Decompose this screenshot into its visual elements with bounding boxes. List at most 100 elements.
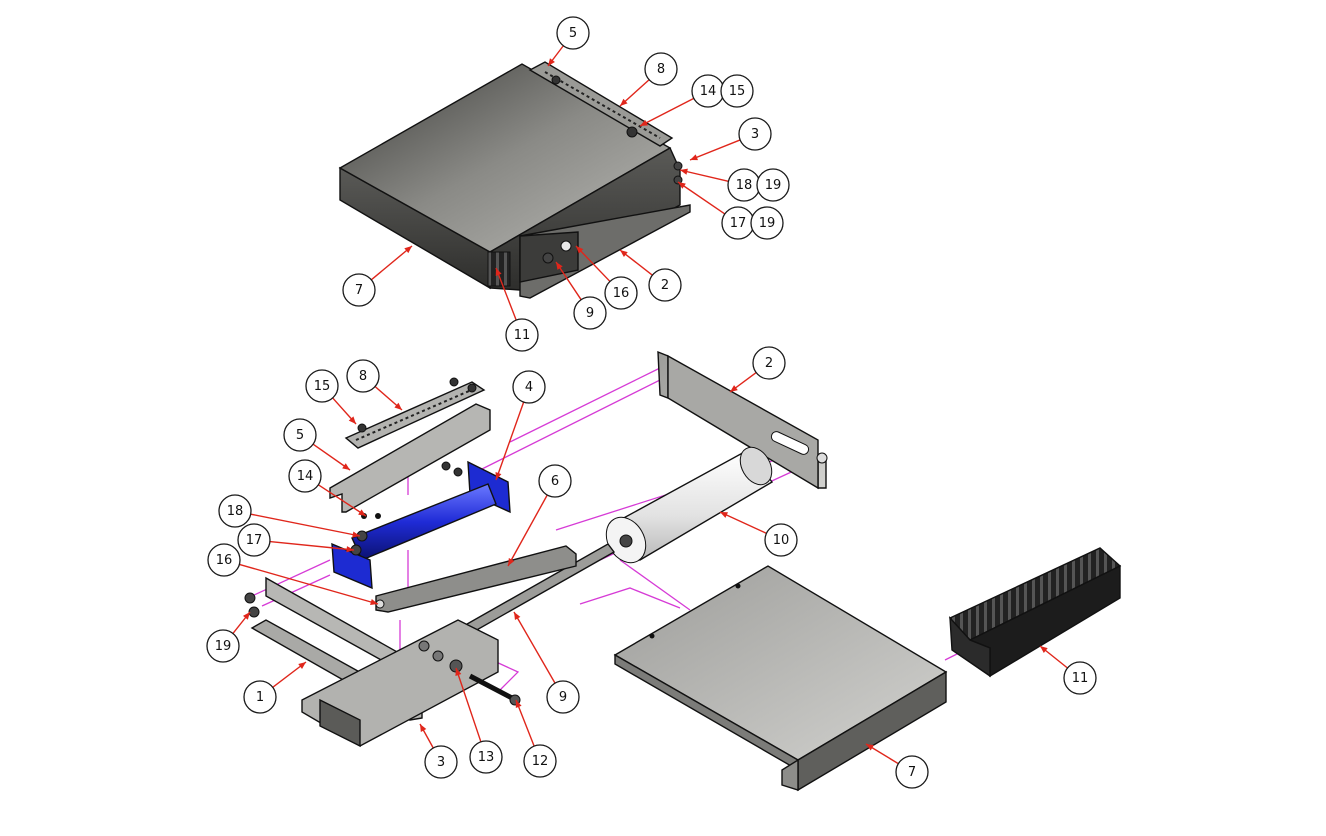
part-2-slot (770, 431, 810, 455)
callout-arrowhead (548, 58, 555, 66)
callout-circle (305, 369, 339, 403)
callout-leader-line (689, 139, 741, 161)
callout-circle (243, 680, 277, 714)
callout-number: 10 (773, 533, 790, 548)
callout-number: 2 (661, 278, 669, 293)
callout-circle (424, 745, 458, 779)
callout-leader-line (495, 401, 525, 481)
callout-assembled-13: 7 (342, 245, 413, 307)
callout-arrowhead (576, 246, 584, 254)
callout-number: 19 (759, 216, 776, 231)
callout-arrowhead (515, 700, 522, 708)
callout-number: 3 (751, 127, 759, 142)
callout-circle (895, 755, 929, 789)
callout-exploded-13: 9 (513, 611, 580, 714)
callout-assembled-12: 11 (495, 267, 539, 352)
callout-arrowhead (866, 744, 874, 751)
callout-leader-line (639, 97, 695, 127)
callout-leader-line (513, 611, 556, 684)
callout-number: 11 (1072, 671, 1089, 686)
part-12-bolt (468, 673, 514, 701)
callout-circle (206, 629, 240, 663)
callout-arrowhead (620, 98, 628, 106)
callout-number: 19 (215, 639, 232, 654)
callout-arrowhead (370, 598, 378, 605)
callout-circle (538, 464, 572, 498)
callout-assembled-3: 15 (720, 74, 754, 108)
part-10-roller (605, 446, 774, 564)
callout-arrowhead (420, 724, 427, 732)
callout-arrowhead (495, 472, 502, 480)
callout-exploded-18: 7 (865, 743, 929, 789)
callout-number: 11 (514, 328, 531, 343)
assembled-screw (673, 175, 683, 185)
exploded-view (244, 350, 1122, 792)
callout-number: 16 (216, 553, 233, 568)
callout-arrowhead (680, 168, 688, 175)
callout-arrowhead (455, 668, 462, 676)
callout-number: 2 (765, 356, 773, 371)
callout-arrowhead (404, 246, 412, 254)
callout-leader-line (555, 261, 582, 301)
callout-number: 15 (729, 84, 746, 99)
callout-leader-line (679, 169, 729, 183)
callout-leader-line (677, 181, 726, 215)
callout-number: 1 (256, 690, 264, 705)
callout-circle (218, 494, 252, 528)
callout-circle (738, 117, 772, 151)
part-3-bottom-bracket (301, 619, 499, 748)
assembled-screw (626, 126, 638, 138)
assembled-brush-stub (487, 251, 511, 287)
callout-exploded-8: 18 (218, 494, 361, 538)
callout-circle (573, 296, 607, 330)
callout-number: 7 (355, 283, 363, 298)
callout-leader-line (250, 513, 361, 537)
callout-number: 15 (314, 379, 331, 394)
callout-number: 14 (700, 84, 717, 99)
callout-exploded-0: 2 (729, 346, 786, 393)
callout-exploded-5: 14 (288, 459, 367, 517)
callout-leader-line (495, 267, 517, 321)
callout-arrowhead (348, 416, 356, 424)
callout-exploded-10: 16 (207, 543, 379, 605)
callout-number: 8 (359, 369, 367, 384)
callout-leader-line (575, 245, 611, 282)
callout-number: 5 (296, 428, 304, 443)
callout-number: 13 (478, 750, 495, 765)
assembled-view (338, 61, 691, 299)
callout-circle (512, 370, 546, 404)
callout-number: 19 (765, 178, 782, 193)
assembled-screw (673, 161, 683, 171)
callout-arrowhead (342, 463, 350, 470)
callout-number: 17 (730, 216, 747, 231)
callout-number: 5 (569, 26, 577, 41)
assembled-hinge (528, 61, 674, 147)
callout-circle (288, 459, 322, 493)
part-8-hinge-knuckles (355, 387, 477, 441)
callout-circle (546, 680, 580, 714)
callout-circle (752, 346, 786, 380)
callout-circle (756, 168, 790, 202)
callout-number: 6 (551, 474, 559, 489)
callout-arrowhead (495, 268, 502, 276)
callout-exploded-17: 3 (419, 723, 458, 779)
callout-circle (283, 418, 317, 452)
callout-exploded-9: 17 (237, 523, 355, 557)
callout-arrowhead (358, 509, 366, 516)
part-2-side-bracket-face (667, 354, 819, 490)
callout-leader-line (269, 540, 355, 551)
callout-exploded-1: 15 (305, 369, 357, 425)
callout-circle (764, 523, 798, 557)
callout-exploded-16: 12 (515, 699, 557, 778)
assembled-screw (542, 252, 554, 264)
callout-circle (644, 52, 678, 86)
callout-leader-line (507, 494, 548, 567)
callout-assembled-4: 3 (689, 117, 772, 161)
callout-arrowhead (394, 402, 402, 410)
callout-exploded-11: 19 (206, 611, 251, 663)
callout-arrowhead (640, 119, 648, 126)
part-7-base-tray (613, 565, 948, 792)
assembled-screw (560, 240, 572, 252)
callout-number: 17 (246, 533, 263, 548)
